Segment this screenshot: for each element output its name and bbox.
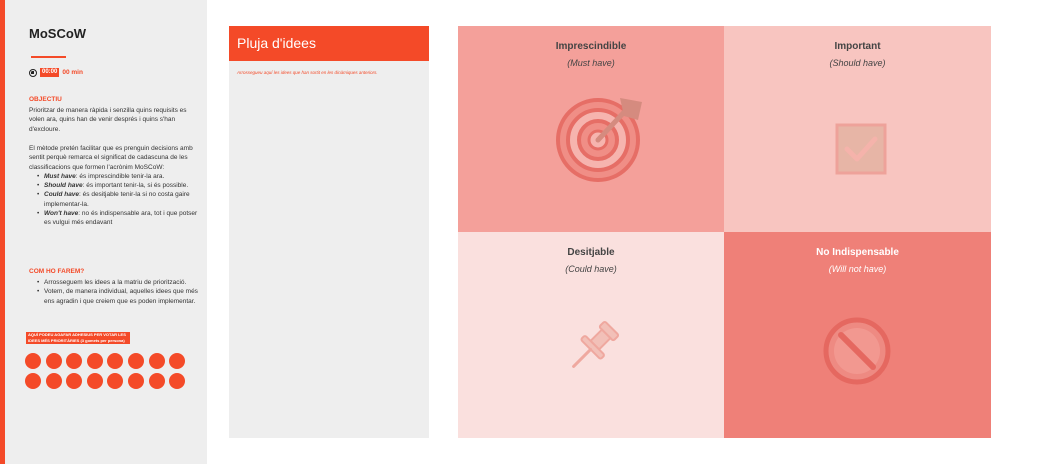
quadrant-title: Imprescindible <box>555 41 627 52</box>
list-item: Could have: és desitjable tenir-la si no… <box>37 190 199 209</box>
vote-dot[interactable] <box>45 373 62 389</box>
timer-value[interactable]: 00:00 <box>40 68 60 77</box>
vote-instructions: AQUÍ PODEU AGAFAR ADHESIUS PER VOTAR LES… <box>26 332 130 344</box>
list-item: Arrosseguem les idees a la matriu de pri… <box>37 278 199 288</box>
quadrant-must-have[interactable]: Imprescindible (Must have) <box>458 26 724 232</box>
board-title: MoSCoW <box>29 26 87 41</box>
quadrant-subtitle: (Could have) <box>565 264 617 274</box>
brainstorm-hint: Arrossegueu aquí les idees que han sorti… <box>237 70 378 75</box>
timer-duration: 00 min <box>62 69 83 76</box>
vote-dot[interactable] <box>25 373 41 389</box>
moscow-terms-list: Must have: és imprescindible tenir-la ar… <box>29 172 199 228</box>
list-item: Won't have: no és indispensable ara, tot… <box>37 209 199 228</box>
quadrant-should-have[interactable]: Important (Should have) <box>724 26 991 232</box>
vote-dot[interactable] <box>66 353 83 369</box>
pushpin-icon <box>572 320 620 368</box>
list-item: Must have: és imprescindible tenir-la ar… <box>37 172 199 182</box>
how-steps-list: Arrosseguem les idees a la matriu de pri… <box>29 278 199 306</box>
vote-dot[interactable] <box>107 373 124 389</box>
timer[interactable]: 00:00 00 min <box>29 68 83 77</box>
prioritization-matrix: Imprescindible (Must have) Important (Sh… <box>458 26 991 438</box>
quadrant-title: No Indispensable <box>816 247 899 258</box>
brainstorm-header: Pluja d'idees <box>229 26 429 61</box>
vote-dot[interactable] <box>86 373 103 389</box>
list-item: Votem, de manera individual, aquelles id… <box>37 287 199 306</box>
forbidden-icon <box>823 317 891 385</box>
method-description: El mètode pretén facilitar que es prengu… <box>29 144 199 228</box>
sidebar: MoSCoW 00:00 00 min OBJECTIU Prioritzar … <box>0 0 207 464</box>
vote-dot[interactable] <box>148 373 165 389</box>
objective-text: Prioritzar de manera ràpida i senzilla q… <box>29 106 199 134</box>
vote-dot[interactable] <box>66 373 83 389</box>
quadrant-title: Desitjable <box>567 247 615 258</box>
vote-dot[interactable] <box>127 353 144 369</box>
vote-dot[interactable] <box>169 373 186 389</box>
target-icon <box>556 98 642 182</box>
quadrant-subtitle: (Must have) <box>567 58 615 68</box>
objective-heading: OBJECTIU <box>29 96 62 103</box>
brainstorm-title: Pluja d'idees <box>237 35 316 51</box>
vote-dot[interactable] <box>107 353 124 369</box>
objective-paragraph: Prioritzar de manera ràpida i senzilla q… <box>29 107 187 133</box>
quadrant-could-have[interactable]: Desitjable (Could have) <box>458 232 724 438</box>
title-underline <box>31 56 66 58</box>
how-steps: Arrosseguem les idees a la matriu de pri… <box>29 278 199 306</box>
quadrant-subtitle: (Will not have) <box>828 264 887 274</box>
how-heading: COM HO FAREM? <box>29 268 85 275</box>
vote-dot[interactable] <box>86 353 103 369</box>
vote-dots <box>25 353 186 389</box>
checkbox-icon <box>835 123 887 175</box>
method-paragraph: El mètode pretén facilitar que es prengu… <box>29 145 193 171</box>
vote-dot[interactable] <box>45 353 62 369</box>
quadrant-will-not-have[interactable]: No Indispensable (Will not have) <box>724 232 991 438</box>
quadrant-subtitle: (Should have) <box>829 58 886 68</box>
vote-dot[interactable] <box>169 353 186 369</box>
vote-dot[interactable] <box>25 353 41 369</box>
sidebar-accent-bar <box>0 0 5 464</box>
list-item: Should have: és important tenir-la, si é… <box>37 181 199 191</box>
clock-icon <box>29 68 37 77</box>
vote-dot[interactable] <box>148 353 165 369</box>
brainstorm-panel[interactable]: Pluja d'idees Arrossegueu aquí les idees… <box>229 26 429 438</box>
vote-dot[interactable] <box>127 373 144 389</box>
quadrant-title: Important <box>834 41 881 52</box>
